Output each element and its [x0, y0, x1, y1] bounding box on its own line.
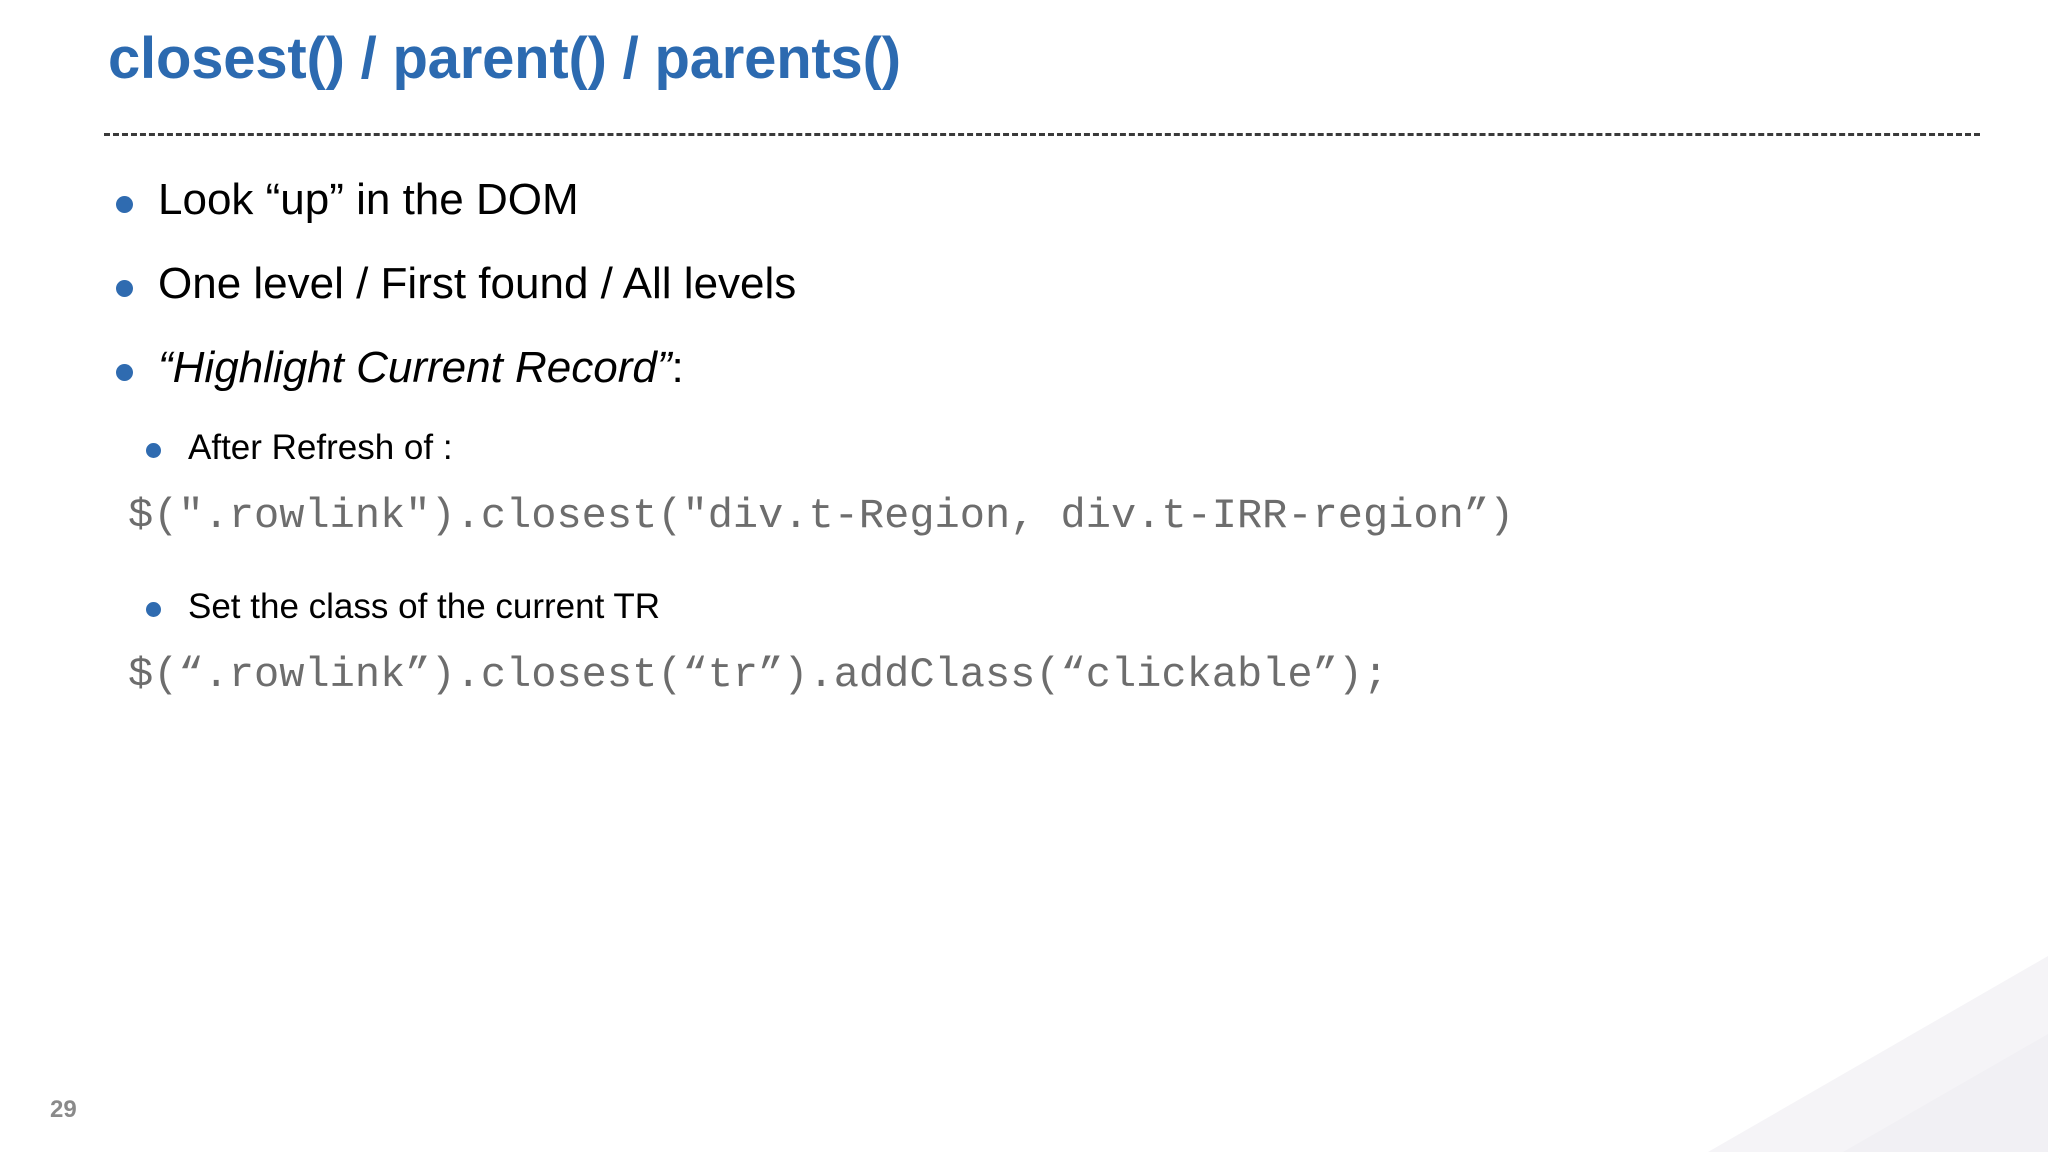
bullet-dot-icon — [146, 443, 161, 458]
body-content: Look “up” in the DOM One level / First f… — [110, 178, 1978, 732]
sub-bullet-label: Set the class of the current TR — [188, 587, 661, 626]
bullet-dot-icon — [116, 280, 133, 297]
bullet-dot-icon — [146, 602, 161, 617]
sub-bullet-item-after-refresh: After Refresh of : — [110, 430, 1978, 465]
corner-decoration-outer — [1708, 956, 2048, 1152]
bullet-dot-icon — [116, 196, 133, 213]
sub-bullet-label: After Refresh of : — [188, 428, 453, 467]
bullet-label-italic: “Highlight Current Record” — [158, 343, 672, 392]
bullet-dot-icon — [116, 364, 133, 381]
code-snippet-closest-region: $(".rowlink").closest("div.t-Region, div… — [128, 492, 1515, 540]
bullet-item-look-up: Look “up” in the DOM — [110, 178, 1978, 222]
title-block: closest() / parent() / parents() — [108, 26, 1976, 91]
title-divider — [104, 133, 1980, 136]
bullet-item-highlight-current-record: “Highlight Current Record”: — [110, 346, 1978, 390]
code-snippet-closest-tr-addclass: $(“.rowlink”).closest(“tr”).addClass(“cl… — [128, 651, 1389, 699]
bullet-label: Look “up” in the DOM — [158, 175, 579, 224]
sub-bullet-item-set-class: Set the class of the current TR — [110, 589, 1978, 624]
bullet-label-suffix: : — [671, 343, 684, 392]
bullet-item-levels: One level / First found / All levels — [110, 262, 1978, 306]
corner-decoration-inner — [1843, 1034, 2048, 1152]
page-title: closest() / parent() / parents() — [108, 26, 901, 91]
page-number: 29 — [50, 1096, 77, 1123]
bullet-label: One level / First found / All levels — [158, 259, 797, 308]
